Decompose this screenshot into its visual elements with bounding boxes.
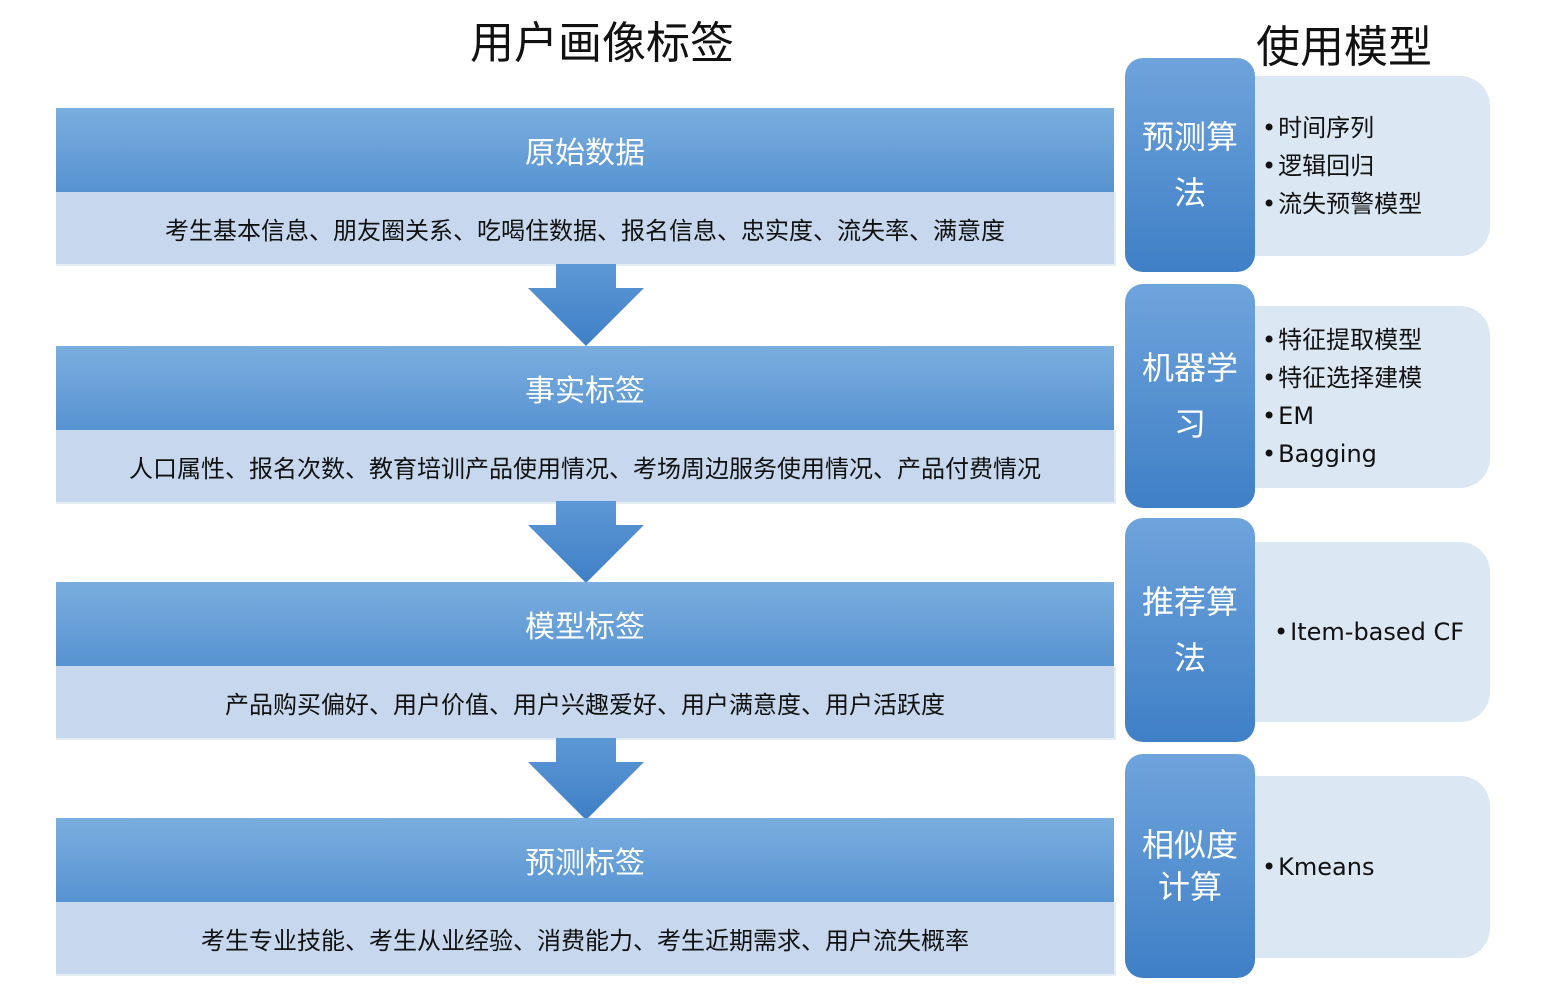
stage-content-prediction-tags: 考生专业技能、考生从业经验、消费能力、考生近期需求、用户流失概率 (56, 902, 1116, 976)
model-category-prediction-algorithm: 预测算法 (1125, 58, 1255, 272)
model-category-machine-learning: 机器学习 (1125, 284, 1255, 508)
stage-content-fact-tags: 人口属性、报名次数、教育培训产品使用情况、考场周边服务使用情况、产品付费情况 (56, 430, 1116, 504)
stage-header-prediction-tags: 预测标签 (56, 818, 1114, 902)
model-item: EM (1262, 397, 1490, 435)
model-list-recommendation: Item-based CF (1240, 542, 1490, 722)
model-list-machine-learning: 特征提取模型 特征选择建模 EM Bagging (1240, 306, 1490, 488)
stage-header-fact-tags: 事实标签 (56, 346, 1114, 430)
stage-header-raw-data: 原始数据 (56, 108, 1114, 192)
down-arrow-icon (528, 738, 644, 820)
model-item: Kmeans (1262, 848, 1490, 886)
model-item: 时间序列 (1262, 109, 1490, 147)
model-item: Bagging (1262, 435, 1490, 473)
model-item: 逻辑回归 (1262, 147, 1490, 185)
model-list-similarity: Kmeans (1240, 776, 1490, 958)
model-item: 特征提取模型 (1262, 321, 1490, 359)
right-title: 使用模型 (1256, 22, 1432, 73)
stage-content-raw-data: 考生基本信息、朋友圈关系、吃喝住数据、报名信息、忠实度、流失率、满意度 (56, 192, 1116, 266)
model-category-recommendation-algorithm: 推荐算法 (1125, 518, 1255, 742)
stage-header-model-tags: 模型标签 (56, 582, 1114, 666)
model-list-prediction: 时间序列 逻辑回归 流失预警模型 (1240, 76, 1490, 256)
model-item: Item-based CF (1262, 613, 1490, 651)
model-item: 流失预警模型 (1262, 185, 1490, 223)
model-category-similarity-calculation: 相似度计算 (1125, 754, 1255, 978)
down-arrow-icon (528, 264, 644, 346)
stage-content-model-tags: 产品购买偏好、用户价值、用户兴趣爱好、用户满意度、用户活跃度 (56, 666, 1116, 740)
down-arrow-icon (528, 501, 644, 583)
left-title: 用户画像标签 (470, 18, 734, 69)
model-item: 特征选择建模 (1262, 359, 1490, 397)
